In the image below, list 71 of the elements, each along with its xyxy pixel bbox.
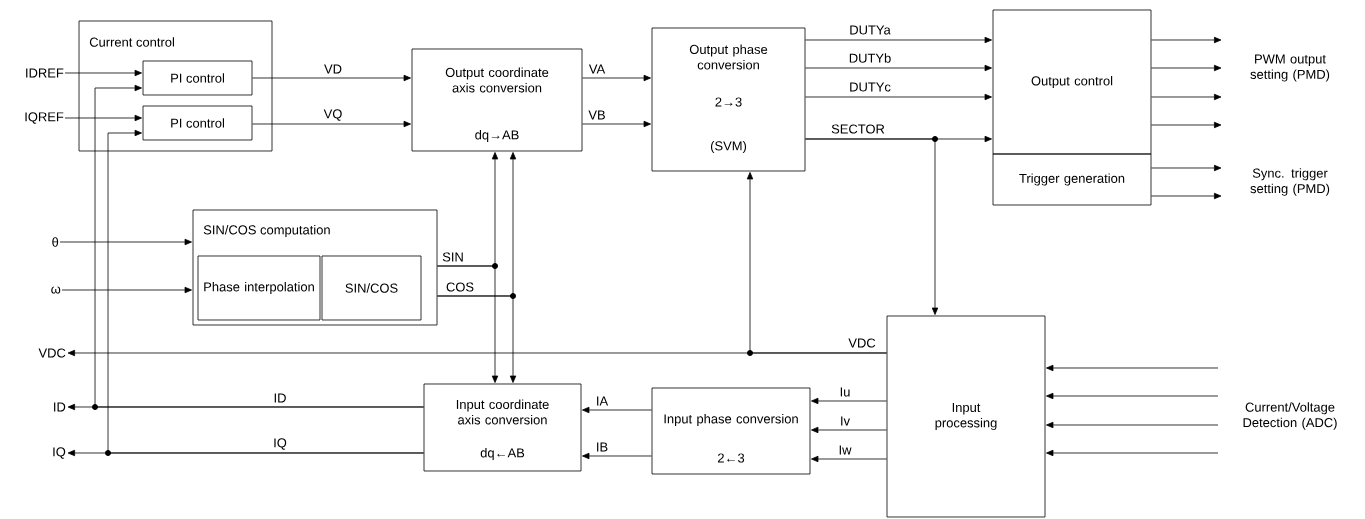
arrow	[746, 172, 887, 354]
arrow	[1046, 421, 1219, 429]
edge-label: SIN	[441, 251, 465, 263]
arrow	[811, 397, 887, 405]
signal-label: IQREF	[25, 112, 64, 124]
signal-label: θ	[52, 237, 59, 247]
edge-label: Iw	[837, 444, 853, 456]
arrow	[1151, 36, 1222, 44]
process-box: Phase interpolation	[197, 255, 321, 321]
arrow	[805, 93, 992, 101]
edge-label: Iv	[839, 415, 852, 427]
arrow	[1046, 449, 1219, 457]
edge-label: SECTOR	[830, 123, 886, 135]
process-box: Output phase conversion 2→3 (SVM)	[651, 27, 806, 172]
edge-label: VB	[587, 109, 607, 121]
arrow	[107, 129, 424, 454]
arrow	[582, 406, 652, 414]
arrow	[1151, 93, 1222, 101]
signal-label: IDREF	[26, 68, 64, 78]
signal-label: ω	[51, 286, 61, 294]
process-box: Trigger generation	[992, 153, 1152, 206]
signal-label: ID	[54, 402, 66, 412]
edge-label: IB	[594, 441, 610, 453]
process-box: Output coordinate axis conversion dq→AB	[411, 48, 583, 152]
arrow	[1046, 364, 1219, 372]
arrow	[582, 452, 652, 460]
arrow	[1151, 192, 1222, 200]
arrow	[805, 36, 992, 44]
arrow	[1151, 164, 1222, 172]
arrow	[582, 120, 651, 128]
arrow	[811, 426, 887, 434]
arrow	[59, 238, 192, 246]
arrow	[61, 286, 192, 294]
arrow	[252, 74, 411, 82]
process-box: Input processing	[886, 315, 1046, 518]
edge-label: ID	[272, 392, 288, 404]
process-box: Output control	[992, 9, 1152, 155]
arrow	[437, 265, 499, 383]
arrow	[1151, 64, 1222, 72]
process-box: PI control	[142, 105, 253, 141]
edge-label: Iu	[838, 386, 852, 398]
process-box: Input phase conversion 2←3	[651, 387, 811, 475]
arrow	[64, 114, 142, 122]
arrow	[582, 74, 651, 82]
arrow	[805, 138, 939, 315]
signal-note: PWM output setting (PMD)	[1250, 54, 1330, 82]
edge-label: VDC	[847, 337, 877, 349]
edge-label: VD	[323, 63, 343, 75]
signal-note: Current/Voltage Detection (ADC)	[1243, 402, 1337, 430]
edge-label: VA	[587, 63, 607, 75]
arrow	[1151, 121, 1222, 129]
arrow	[252, 120, 411, 128]
arrow	[811, 455, 887, 463]
signal-note: Sync. trigger setting (PMD)	[1250, 168, 1330, 196]
process-box: PI control	[142, 60, 253, 96]
arrow	[1046, 392, 1219, 400]
edge-label: VQ	[322, 108, 344, 122]
edge-label: COS	[445, 281, 476, 293]
edge-label: DUTYb	[847, 52, 893, 64]
process-box: SIN/COS	[321, 255, 422, 321]
arrow	[94, 84, 424, 408]
edge-label: DUTYa	[848, 24, 892, 36]
edge-label: IA	[594, 395, 610, 407]
signal-label: IQ	[53, 447, 66, 459]
edge-label: DUTYc	[848, 81, 892, 93]
signal-label: VDC	[38, 348, 66, 358]
arrow	[805, 64, 992, 72]
arrow	[437, 295, 517, 383]
edge-label: IQ	[272, 437, 288, 451]
process-box: Input coordinate axis conversion dq←AB	[423, 383, 582, 472]
arrow	[64, 69, 142, 77]
